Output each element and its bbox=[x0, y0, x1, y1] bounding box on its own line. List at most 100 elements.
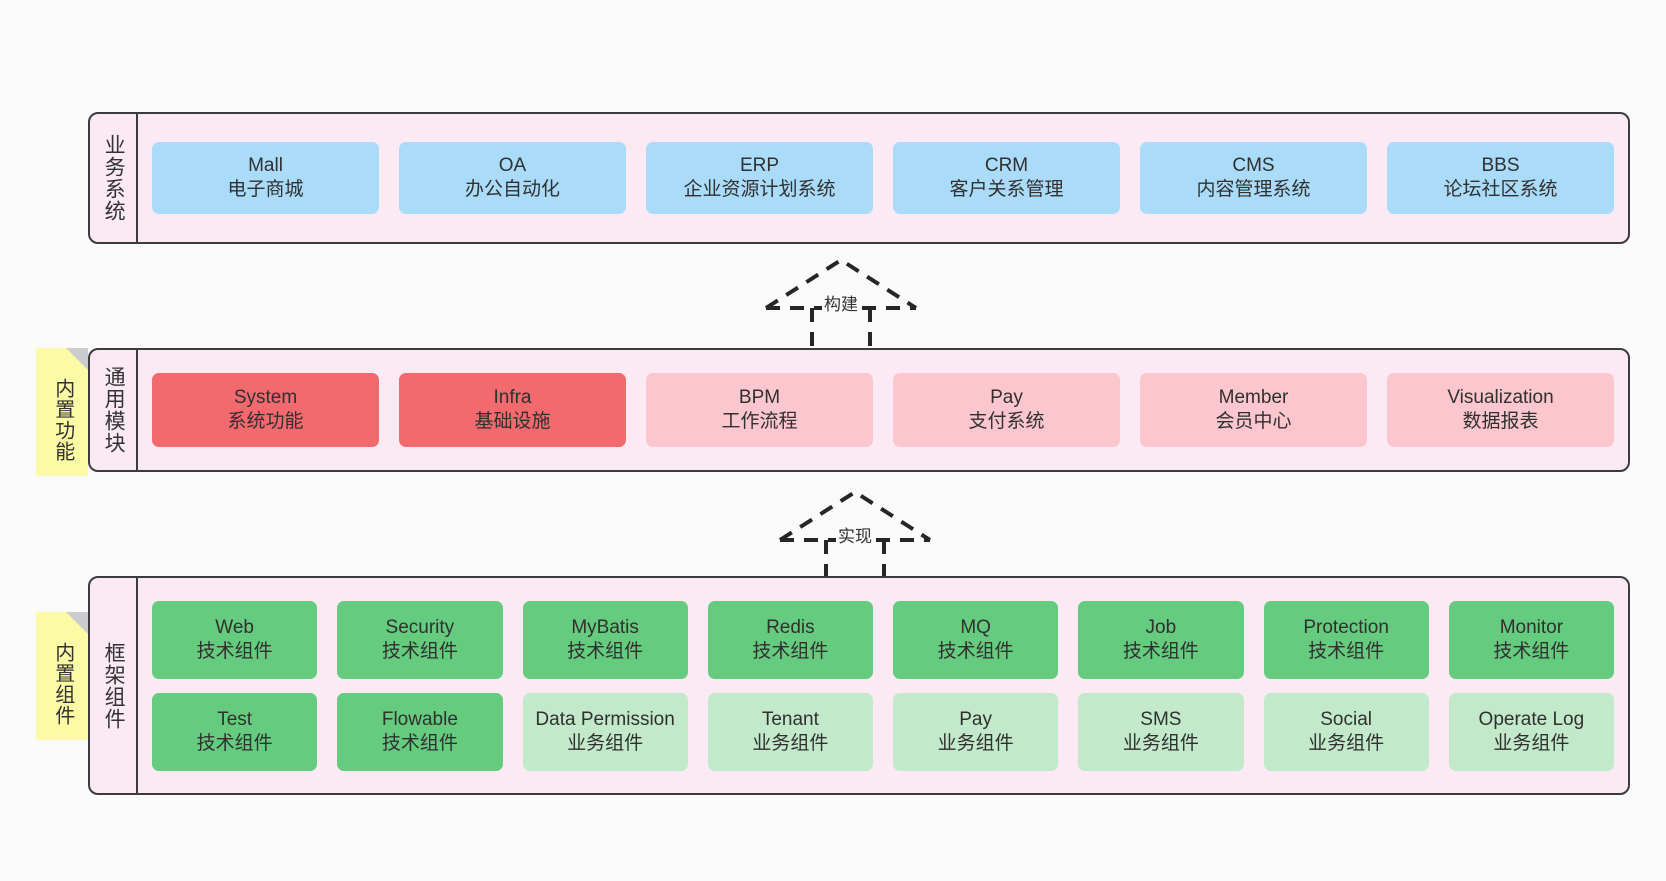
card-subtitle: 会员中心 bbox=[1215, 411, 1292, 432]
card-subtitle: 支付系统 bbox=[968, 411, 1045, 432]
card-title: Social bbox=[1320, 708, 1372, 730]
card-cms[interactable]: CMS 内容管理系统 bbox=[1140, 142, 1367, 214]
card-subtitle: 技术组件 bbox=[196, 732, 273, 754]
card-title: System bbox=[233, 387, 298, 409]
card-title: OA bbox=[498, 155, 527, 177]
card-title: Job bbox=[1145, 616, 1177, 638]
card-subtitle: 基础设施 bbox=[474, 411, 551, 432]
layer-body-framework-component: Web 技术组件 Security 技术组件 MyBatis 技术组件 Redi… bbox=[138, 578, 1628, 793]
card-tenant[interactable]: Tenant 业务组件 bbox=[707, 692, 873, 771]
connector-build-label: 构建 bbox=[822, 290, 860, 315]
card-title: MQ bbox=[960, 616, 991, 638]
connector-implement-label: 实现 bbox=[836, 522, 874, 547]
card-flowable[interactable]: Flowable 技术组件 bbox=[337, 692, 503, 771]
sticky-note-label: 内置功能 bbox=[51, 378, 74, 462]
card-mq[interactable]: MQ 技术组件 bbox=[893, 600, 1059, 679]
card-title: Infra bbox=[493, 387, 532, 409]
card-row: Test 技术组件 Flowable 技术组件 Data Permission … bbox=[152, 692, 1614, 771]
card-title: Flowable bbox=[381, 708, 458, 730]
sticky-note-builtin-component: 内置组件 bbox=[36, 612, 88, 740]
card-subtitle: 工作流程 bbox=[721, 411, 798, 432]
card-title: Pay bbox=[990, 387, 1023, 409]
card-security[interactable]: Security 技术组件 bbox=[337, 600, 503, 679]
card-subtitle: 技术组件 bbox=[1493, 640, 1570, 662]
card-sms[interactable]: SMS 业务组件 bbox=[1078, 692, 1244, 771]
layer-label-common-module: 通用模块 bbox=[90, 350, 138, 470]
layer-common-module: 通用模块 System 系统功能 Infra 基础设施 BPM 工作流程 Pay… bbox=[88, 348, 1630, 472]
card-title: Web bbox=[215, 616, 254, 638]
connector-implement: 实现 bbox=[770, 488, 940, 588]
card-infra[interactable]: Infra 基础设施 bbox=[399, 373, 626, 447]
card-subtitle: 内容管理系统 bbox=[1196, 179, 1311, 200]
card-title: Member bbox=[1218, 387, 1289, 409]
card-subtitle: 业务组件 bbox=[1308, 732, 1385, 754]
card-title: CMS bbox=[1232, 155, 1275, 177]
card-subtitle: 数据报表 bbox=[1462, 411, 1539, 432]
layer-label-framework-component: 框架组件 bbox=[90, 578, 138, 793]
card-mall[interactable]: Mall 电子商城 bbox=[152, 142, 379, 214]
card-crm[interactable]: CRM 客户关系管理 bbox=[893, 142, 1120, 214]
layer-framework-component: 框架组件 Web 技术组件 Security 技术组件 MyBatis 技术组件… bbox=[88, 576, 1630, 795]
card-title: Data Permission bbox=[535, 708, 675, 730]
card-subtitle: 办公自动化 bbox=[464, 179, 560, 200]
card-title: BBS bbox=[1481, 155, 1520, 177]
card-redis[interactable]: Redis 技术组件 bbox=[707, 600, 873, 679]
layer-body-common-module: System 系统功能 Infra 基础设施 BPM 工作流程 Pay 支付系统… bbox=[138, 350, 1628, 470]
card-subtitle: 技术组件 bbox=[1122, 640, 1199, 662]
card-protection[interactable]: Protection 技术组件 bbox=[1263, 600, 1429, 679]
card-pay-component[interactable]: Pay 业务组件 bbox=[893, 692, 1059, 771]
card-social[interactable]: Social 业务组件 bbox=[1263, 692, 1429, 771]
layer-body-business-system: Mall 电子商城 OA 办公自动化 ERP 企业资源计划系统 CRM 客户关系… bbox=[138, 114, 1628, 242]
card-subtitle: 技术组件 bbox=[1308, 640, 1385, 662]
card-subtitle: 业务组件 bbox=[567, 732, 644, 754]
card-row: System 系统功能 Infra 基础设施 BPM 工作流程 Pay 支付系统… bbox=[152, 373, 1614, 447]
card-title: Test bbox=[217, 708, 253, 730]
card-subtitle: 系统功能 bbox=[227, 411, 304, 432]
card-title: Pay bbox=[959, 708, 992, 730]
card-title: Monitor bbox=[1499, 616, 1564, 638]
card-title: Operate Log bbox=[1478, 708, 1585, 730]
card-mybatis[interactable]: MyBatis 技术组件 bbox=[522, 600, 688, 679]
connector-build: 构建 bbox=[756, 256, 926, 356]
card-operate-log[interactable]: Operate Log 业务组件 bbox=[1448, 692, 1614, 771]
card-row: Web 技术组件 Security 技术组件 MyBatis 技术组件 Redi… bbox=[152, 600, 1614, 679]
card-subtitle: 技术组件 bbox=[196, 640, 273, 662]
card-test[interactable]: Test 技术组件 bbox=[152, 692, 318, 771]
card-title: BPM bbox=[738, 387, 781, 409]
card-title: Mall bbox=[248, 155, 283, 177]
card-oa[interactable]: OA 办公自动化 bbox=[399, 142, 626, 214]
card-subtitle: 技术组件 bbox=[567, 640, 644, 662]
card-bbs[interactable]: BBS 论坛社区系统 bbox=[1387, 142, 1614, 214]
card-subtitle: 技术组件 bbox=[937, 640, 1014, 662]
card-system[interactable]: System 系统功能 bbox=[152, 373, 379, 447]
card-title: Protection bbox=[1303, 616, 1389, 638]
card-data-permission[interactable]: Data Permission 业务组件 bbox=[522, 692, 688, 771]
card-erp[interactable]: ERP 企业资源计划系统 bbox=[646, 142, 873, 214]
card-subtitle: 技术组件 bbox=[381, 732, 458, 754]
card-title: Redis bbox=[766, 616, 815, 638]
sticky-note-label: 内置组件 bbox=[51, 642, 74, 726]
card-subtitle: 技术组件 bbox=[752, 640, 829, 662]
card-title: Visualization bbox=[1447, 387, 1554, 409]
card-subtitle: 客户关系管理 bbox=[949, 179, 1064, 200]
card-subtitle: 论坛社区系统 bbox=[1443, 179, 1558, 200]
card-subtitle: 业务组件 bbox=[1493, 732, 1570, 754]
layer-business-system: 业务系统 Mall 电子商城 OA 办公自动化 ERP 企业资源计划系统 CRM… bbox=[88, 112, 1630, 244]
card-pay-module[interactable]: Pay 支付系统 bbox=[893, 373, 1120, 447]
card-subtitle: 电子商城 bbox=[227, 179, 304, 200]
card-title: MyBatis bbox=[571, 616, 639, 638]
card-bpm[interactable]: BPM 工作流程 bbox=[646, 373, 873, 447]
card-job[interactable]: Job 技术组件 bbox=[1078, 600, 1244, 679]
card-member[interactable]: Member 会员中心 bbox=[1140, 373, 1367, 447]
card-title: Tenant bbox=[761, 708, 819, 730]
card-monitor[interactable]: Monitor 技术组件 bbox=[1448, 600, 1614, 679]
card-web[interactable]: Web 技术组件 bbox=[152, 600, 318, 679]
card-title: SMS bbox=[1140, 708, 1182, 730]
sticky-note-builtin-function: 内置功能 bbox=[36, 348, 88, 476]
card-visualization[interactable]: Visualization 数据报表 bbox=[1387, 373, 1614, 447]
card-title: CRM bbox=[984, 155, 1029, 177]
card-row: Mall 电子商城 OA 办公自动化 ERP 企业资源计划系统 CRM 客户关系… bbox=[152, 142, 1614, 214]
card-subtitle: 技术组件 bbox=[381, 640, 458, 662]
card-subtitle: 业务组件 bbox=[937, 732, 1014, 754]
card-subtitle: 企业资源计划系统 bbox=[683, 179, 836, 200]
